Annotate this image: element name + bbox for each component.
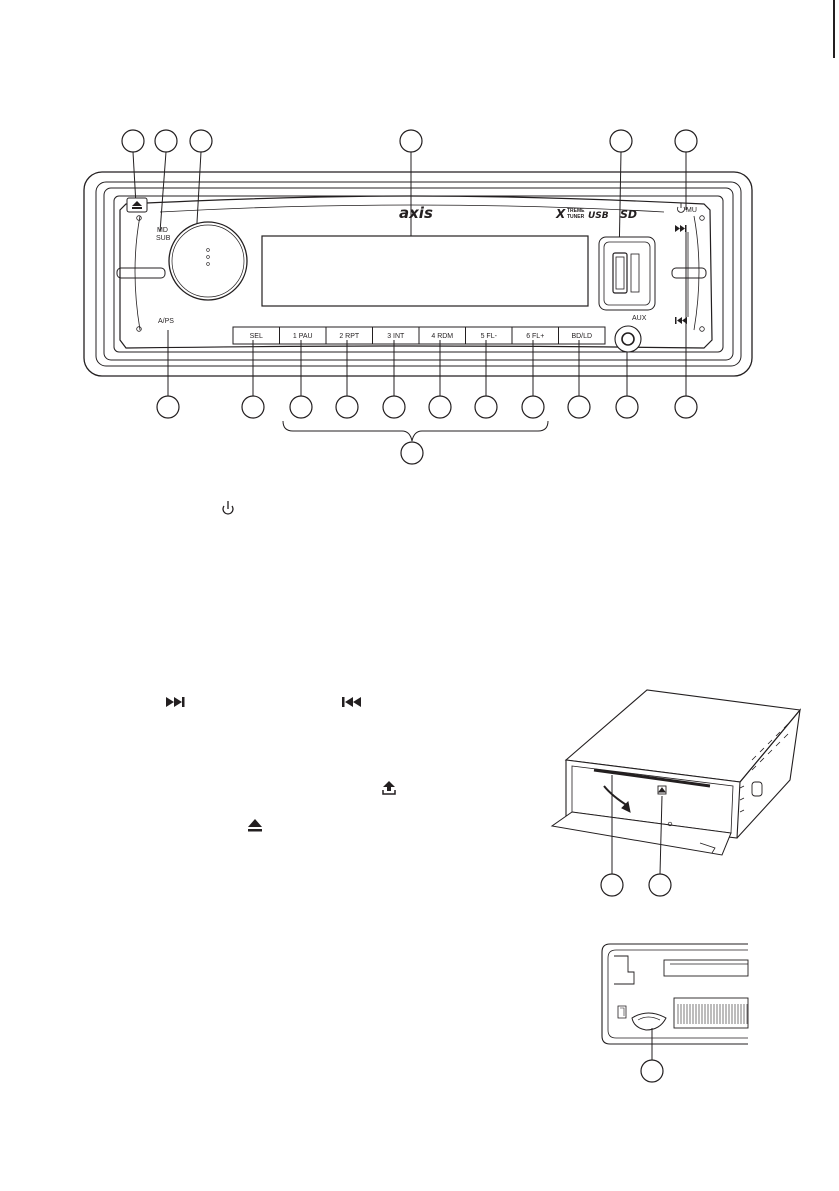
callout-circle bbox=[675, 130, 697, 152]
usb-logo: USB bbox=[588, 211, 609, 221]
next-track-icon bbox=[166, 697, 185, 707]
callout-circle bbox=[641, 1060, 663, 1082]
screw-hole bbox=[700, 327, 705, 332]
preset-button-5[interactable]: 4 RDM bbox=[419, 327, 466, 344]
preset-button-2[interactable]: 1 PAU bbox=[280, 327, 327, 344]
preset-button-3[interactable]: 2 RPT bbox=[326, 327, 373, 344]
next-track-button[interactable] bbox=[675, 225, 687, 232]
tuner-logo-text: TUNER bbox=[567, 214, 585, 220]
preset-button-7[interactable]: 6 FL+ bbox=[512, 327, 559, 344]
callout-circle bbox=[190, 130, 212, 152]
xtreme-logo: X bbox=[555, 207, 566, 221]
callout-circle bbox=[400, 130, 422, 152]
top-callouts bbox=[122, 130, 697, 152]
eject-icon bbox=[248, 819, 262, 832]
callout-circle bbox=[610, 130, 632, 152]
preset-button-label: 2 RPT bbox=[339, 333, 360, 340]
preset-button-6[interactable]: 5 FL- bbox=[466, 327, 513, 344]
sub-label: SUB bbox=[156, 235, 171, 242]
volume-knob[interactable] bbox=[169, 222, 247, 300]
next-track-icon bbox=[675, 225, 685, 232]
preset-button-label: 4 RDM bbox=[431, 333, 453, 340]
prev-track-icon bbox=[342, 697, 361, 707]
chassis-callouts bbox=[601, 874, 671, 896]
bottom-callouts bbox=[157, 396, 697, 464]
prev-track-button[interactable] bbox=[675, 317, 687, 324]
chassis-open-illustration bbox=[552, 690, 800, 874]
preset-button-row: SEL 1 PAU 2 RPT 3 INT 4 RDM 5 FL- 6 FL+ BD/LD bbox=[233, 327, 605, 344]
md-label: MD bbox=[157, 227, 168, 234]
preset-button-label: 5 FL- bbox=[481, 333, 498, 340]
mute-label: MU bbox=[686, 207, 697, 214]
aux-label: AUX bbox=[632, 315, 647, 322]
preset-button-1[interactable]: SEL bbox=[233, 327, 280, 344]
power-icon bbox=[223, 501, 233, 514]
aux-jack[interactable] bbox=[615, 326, 641, 352]
preset-button-label: BD/LD bbox=[571, 333, 592, 340]
screw-hole bbox=[700, 216, 705, 221]
preset-button-label: 1 PAU bbox=[293, 333, 313, 340]
card-slot-detail bbox=[602, 944, 748, 1060]
power-mute-button[interactable]: MU bbox=[678, 203, 697, 214]
preset-button-label: SEL bbox=[250, 333, 263, 340]
preset-button-4[interactable]: 3 INT bbox=[373, 327, 420, 344]
release-icon bbox=[383, 781, 395, 794]
brand-logo: axis bbox=[399, 204, 433, 222]
callout-circle bbox=[122, 130, 144, 152]
preset-button-label: 3 INT bbox=[387, 333, 405, 340]
screw-hole bbox=[137, 327, 142, 332]
eject-button[interactable] bbox=[127, 198, 147, 212]
preset-button-label: 6 FL+ bbox=[526, 333, 544, 340]
lcd-display bbox=[262, 236, 588, 306]
sd-logo: SD bbox=[620, 208, 637, 221]
usb-sd-slot[interactable] bbox=[599, 237, 655, 310]
callout-circle bbox=[155, 130, 177, 152]
aps-label: A/PS bbox=[158, 318, 174, 325]
preset-button-8[interactable]: BD/LD bbox=[559, 327, 606, 344]
